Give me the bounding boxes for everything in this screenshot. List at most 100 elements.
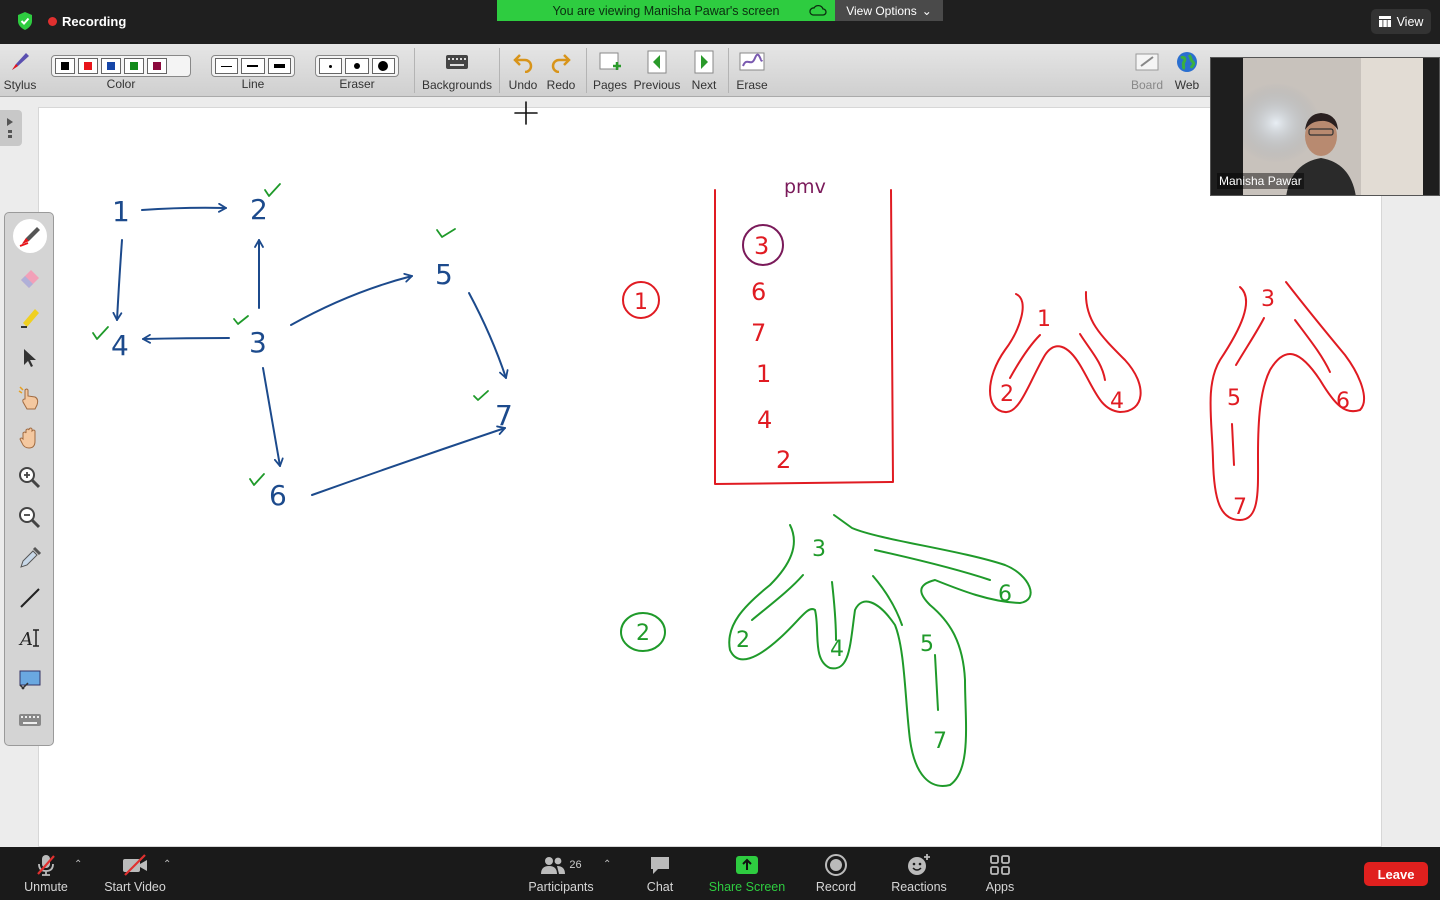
highlighter-icon <box>21 309 39 328</box>
chevron-down-icon: ⌄ <box>921 3 932 18</box>
graph-node: 1 <box>112 195 130 228</box>
keyboard-tool-button[interactable] <box>13 703 47 737</box>
color-swatch-blue[interactable] <box>101 58 121 74</box>
start-video-label: Start Video <box>104 880 166 894</box>
pages-button[interactable]: Pages <box>591 44 629 97</box>
zoom-out-icon <box>19 507 41 529</box>
color-swatch-red[interactable] <box>78 58 98 74</box>
participants-icon <box>541 857 566 874</box>
color-swatch-green[interactable] <box>124 58 144 74</box>
select-tool-button[interactable] <box>13 341 47 375</box>
sidebar-collapse-tab[interactable] <box>0 110 22 146</box>
share-screen-label: Share Screen <box>708 880 786 894</box>
record-button[interactable]: Record <box>808 847 864 900</box>
recording-label: Recording <box>62 13 127 29</box>
eraser-icon <box>21 270 39 288</box>
highlighter-tool-button[interactable] <box>13 301 47 335</box>
stack-top-circle <box>742 224 784 266</box>
viewing-banner: You are viewing Manisha Pawar's screen <box>497 0 835 21</box>
line-icon <box>20 588 40 608</box>
chat-bubble-icon <box>648 852 672 878</box>
stylus-button[interactable]: Stylus <box>2 44 38 97</box>
participants-button[interactable]: 26 Participants <box>522 847 600 900</box>
scc-tree-b-labels: 3 5 6 7 <box>1227 287 1350 520</box>
eraser-medium-option[interactable] <box>345 58 369 74</box>
eraser-size-picker[interactable] <box>315 55 399 77</box>
pointer-tool-button[interactable] <box>13 381 47 415</box>
zoom-in-icon <box>19 467 41 489</box>
line-tool-button[interactable] <box>13 581 47 615</box>
speaker-video-thumbnail[interactable]: Manisha Pawar <box>1210 57 1440 196</box>
arrow-cursor-icon <box>24 349 36 367</box>
line-thick-option[interactable] <box>267 58 291 74</box>
video-off-icon <box>121 852 149 878</box>
stack-item: 2 <box>776 446 791 474</box>
unmute-button[interactable]: Unmute <box>18 847 74 900</box>
graph-edge-6-7 <box>311 425 506 496</box>
line-width-picker[interactable] <box>211 55 295 77</box>
undo-button[interactable]: Undo <box>505 44 541 97</box>
leave-button[interactable]: Leave <box>1364 862 1428 886</box>
apps-label: Apps <box>985 880 1015 894</box>
participants-label: Participants <box>528 880 594 894</box>
reactions-label: Reactions <box>891 880 947 894</box>
tree-node: 5 <box>920 632 934 657</box>
chat-label: Chat <box>646 880 674 894</box>
pan-tool-button[interactable] <box>13 421 47 455</box>
chat-button[interactable]: Chat <box>635 847 685 900</box>
scc-tree-c-labels: 3 2 4 5 6 7 <box>736 537 1012 754</box>
graph-node: 6 <box>269 479 287 512</box>
line-thin-option[interactable] <box>215 58 239 74</box>
redo-button[interactable]: Redo <box>543 44 579 97</box>
backgrounds-button[interactable]: Backgrounds <box>420 44 494 97</box>
apps-button[interactable]: Apps <box>978 847 1022 900</box>
board-button[interactable]: Board <box>1128 44 1166 97</box>
share-screen-button[interactable]: Share Screen <box>705 847 789 900</box>
tree-node: 3 <box>1261 287 1275 312</box>
step-2-label: 2 <box>636 621 650 646</box>
dropper-tool-button[interactable] <box>13 541 47 575</box>
color-swatch-black[interactable] <box>55 58 75 74</box>
eraser-small-option[interactable] <box>319 58 343 74</box>
eraser-tool-button[interactable] <box>13 260 47 294</box>
previous-label: Previous <box>633 78 681 92</box>
crosshair-cursor-icon <box>514 101 538 125</box>
redo-label: Redo <box>546 78 576 92</box>
tree-node: 2 <box>736 628 750 653</box>
view-layout-button[interactable]: View <box>1371 9 1431 34</box>
graph-node: 7 <box>495 399 513 432</box>
previous-page-button[interactable]: Previous <box>633 44 681 97</box>
stack-item: 7 <box>751 319 766 347</box>
visited-checkmarks <box>92 183 489 486</box>
redo-icon <box>548 49 574 75</box>
view-options-button[interactable]: View Options ⌄ <box>835 0 943 21</box>
zoom-in-tool-button[interactable] <box>13 461 47 495</box>
toolbar-divider <box>586 48 587 93</box>
globe-icon <box>1174 49 1200 75</box>
pen-icon <box>19 227 40 247</box>
next-page-button[interactable]: Next <box>686 44 722 97</box>
text-tool-button[interactable]: A <box>13 621 47 655</box>
video-options-caret-icon[interactable]: ⌃ <box>163 859 172 870</box>
zoom-out-tool-button[interactable] <box>13 501 47 535</box>
line-medium-option[interactable] <box>241 58 265 74</box>
speaker-video-frame <box>1211 58 1439 195</box>
tree-node: 3 <box>812 537 826 562</box>
erase-button[interactable]: Erase <box>732 44 772 97</box>
recording-indicator[interactable]: Recording <box>8 8 126 34</box>
participants-options-caret-icon[interactable]: ⌃ <box>603 859 612 870</box>
screenshot-tool-button[interactable] <box>13 663 47 697</box>
svg-text:A: A <box>18 629 33 650</box>
pen-tool-button[interactable] <box>13 219 47 253</box>
color-swatch-maroon[interactable] <box>147 58 167 74</box>
participants-icon-group: 26 <box>540 852 582 878</box>
start-video-button[interactable]: Start Video <box>98 847 172 900</box>
web-button[interactable]: Web <box>1170 44 1204 97</box>
reactions-button[interactable]: Reactions <box>884 847 954 900</box>
color-picker[interactable] <box>51 55 191 77</box>
step-1-circle <box>622 281 660 319</box>
eraser-large-option[interactable] <box>371 58 395 74</box>
audio-options-caret-icon[interactable]: ⌃ <box>74 859 83 870</box>
undo-label: Undo <box>508 78 538 92</box>
recording-dot-icon <box>48 16 57 26</box>
